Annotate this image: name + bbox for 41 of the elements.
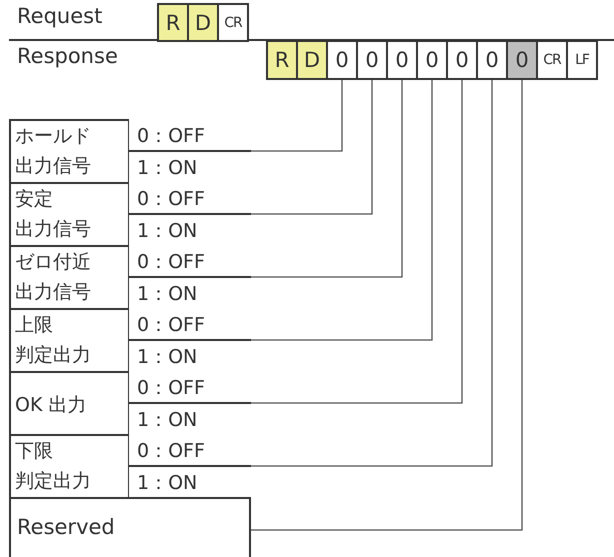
byte-cell: R — [157, 3, 189, 42]
value-cell: 0：OFF — [129, 182, 251, 215]
signal-row-box — [9, 182, 251, 247]
reserved-box: Reserved — [9, 497, 251, 557]
signal-row-box — [9, 245, 251, 310]
connector-line — [251, 80, 403, 278]
value-cell: 1：ON — [129, 465, 251, 499]
value-cell: 1：ON — [129, 213, 251, 247]
byte-cell: 0 — [446, 40, 478, 80]
value-cell: 0：OFF — [129, 371, 251, 404]
connector-line — [251, 80, 343, 152]
byte-cell: CR — [536, 40, 568, 80]
row-label: Response — [17, 44, 118, 68]
connector-line — [251, 80, 463, 404]
connector-line — [251, 80, 433, 341]
byte-cell: 0 — [386, 40, 418, 80]
value-cell: 1：ON — [129, 150, 251, 184]
value-cell: 1：ON — [129, 276, 251, 310]
connector-line — [251, 80, 373, 215]
row-label: Request — [17, 4, 102, 28]
byte-cell: D — [296, 40, 328, 80]
connector-line — [251, 80, 523, 531]
value-cell: 1：ON — [129, 402, 251, 436]
byte-cell: 0 — [506, 40, 538, 80]
byte-cell: 0 — [356, 40, 388, 80]
byte-cell: 0 — [326, 40, 358, 80]
signal-row-box — [9, 119, 251, 184]
byte-cell: 0 — [476, 40, 508, 80]
signal-row-box — [9, 308, 251, 373]
byte-cell: 0 — [416, 40, 448, 80]
value-cell: 0：OFF — [129, 245, 251, 278]
value-cell: 0：OFF — [129, 119, 251, 152]
byte-cell: CR — [217, 3, 249, 42]
value-cell: 1：ON — [129, 339, 251, 373]
byte-cell: D — [187, 3, 219, 42]
signal-row-box — [9, 371, 251, 436]
byte-cell: R — [266, 40, 298, 80]
value-cell: 0：OFF — [129, 308, 251, 341]
byte-cell: LF — [566, 40, 598, 80]
connector-line — [251, 80, 493, 467]
value-cell: 0：OFF — [129, 434, 251, 467]
